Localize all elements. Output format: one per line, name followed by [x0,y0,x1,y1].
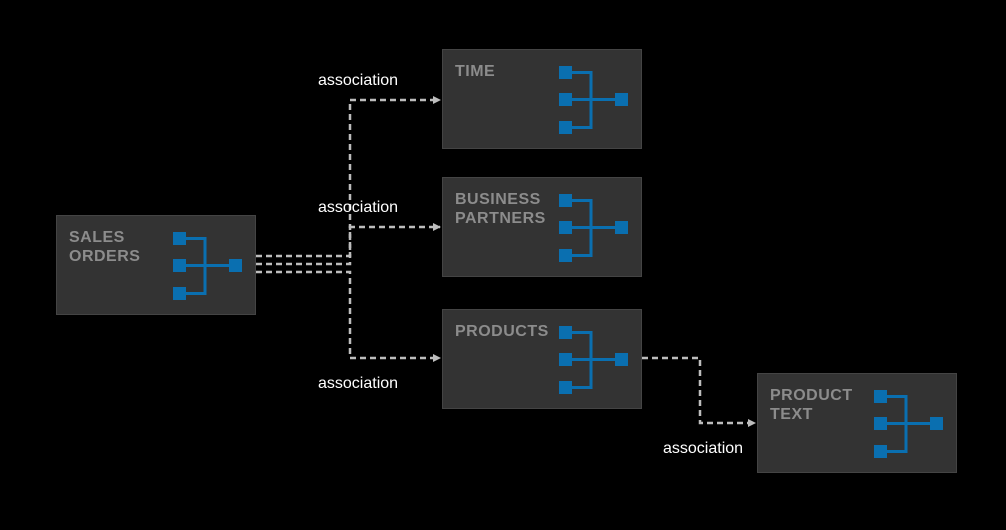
connector-sales-to-time [256,96,441,258]
entity-time[interactable]: TIME [442,49,642,149]
hierarchy-icon [173,232,242,300]
association-label-business-partners: association [318,199,399,216]
entity-product-text[interactable]: PRODUCT TEXT [757,373,957,473]
connector-products-to-product-text [642,356,756,427]
hierarchy-icon [559,194,628,262]
hierarchy-icon [559,326,628,394]
connector-sales-to-products [256,270,441,362]
entity-title: BUSINESS PARTNERS [455,191,546,227]
hierarchy-icon [559,66,628,134]
entity-title: PRODUCTS [455,323,549,340]
entity-title: PRODUCT TEXT [770,387,853,423]
entity-products[interactable]: PRODUCTS [442,309,642,409]
entity-title: SALES ORDERS [69,229,141,265]
association-label-products: association [318,375,399,392]
hierarchy-icon [874,390,943,458]
association-label-time: association [318,72,399,89]
connector-sales-to-business-partners [256,223,441,266]
entity-business-partners[interactable]: BUSINESS PARTNERS [442,177,642,277]
association-label-product-text: association [663,440,744,457]
entity-title: TIME [455,63,496,80]
entity-sales-orders[interactable]: SALES ORDERS [56,215,256,315]
